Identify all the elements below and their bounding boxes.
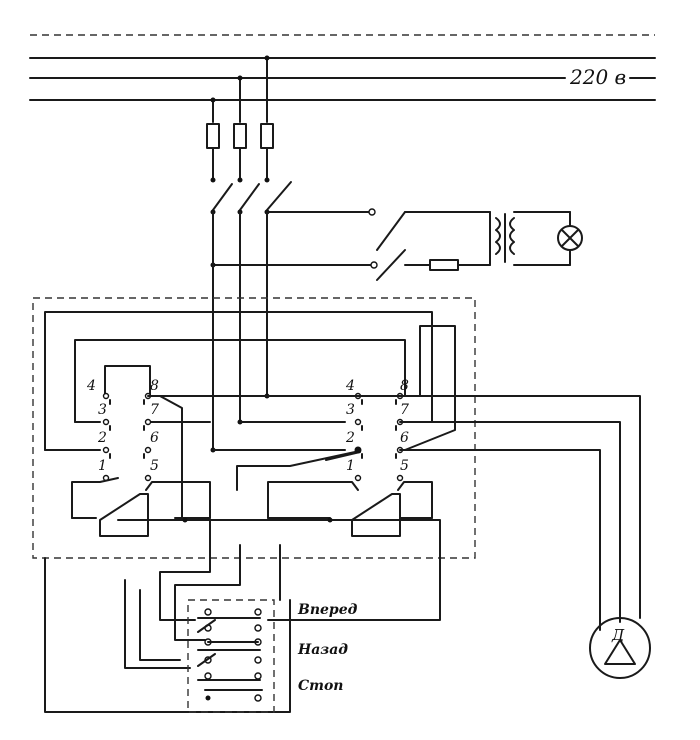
stop-button-label: Стоп — [298, 678, 343, 694]
control-wiring — [44, 517, 441, 713]
push-button-station — [187, 599, 275, 713]
right-terminal-7: 7 — [400, 402, 409, 418]
contactor-right: 4 3 2 1 8 7 6 5 — [267, 378, 433, 537]
fuse-block — [206, 123, 274, 183]
right-terminal-4: 4 — [345, 378, 355, 394]
reverse-button-label: Назад — [297, 642, 348, 658]
phase-drops — [210, 55, 270, 123]
left-terminal-6: 6 — [150, 430, 159, 446]
supply-lines — [29, 34, 656, 101]
contactor-left: 4 3 2 1 8 7 6 5 — [71, 378, 211, 537]
phase-wires — [210, 211, 270, 453]
right-terminal-2: 2 — [345, 430, 355, 446]
left-coil-icon — [99, 493, 149, 537]
right-terminal-3: 3 — [346, 402, 355, 418]
main-switch — [210, 181, 292, 215]
voltage-label: 220 в — [569, 65, 626, 89]
left-terminal-7: 7 — [150, 402, 159, 418]
left-terminal-2: 2 — [97, 430, 107, 446]
contactor-panel-border — [32, 297, 476, 559]
forward-button-label: Вперед — [297, 602, 358, 618]
right-terminal-1: 1 — [346, 458, 355, 474]
left-terminal-8: 8 — [150, 378, 159, 394]
motor-leads — [147, 395, 641, 631]
left-terminal-1: 1 — [98, 458, 107, 474]
right-terminal-6: 6 — [400, 430, 409, 446]
right-coil-icon — [351, 493, 401, 537]
left-terminal-3: 3 — [98, 402, 107, 418]
right-terminal-5: 5 — [400, 458, 409, 474]
motor-icon: Д — [589, 617, 651, 679]
left-terminal-5: 5 — [150, 458, 159, 474]
left-terminal-4: 4 — [86, 378, 96, 394]
right-terminal-8: 8 — [400, 378, 409, 394]
lamp-icon — [557, 225, 583, 251]
button-station-border — [187, 599, 275, 713]
lamp-transformer-branch — [210, 208, 571, 281]
motor-label: Д — [611, 626, 625, 644]
